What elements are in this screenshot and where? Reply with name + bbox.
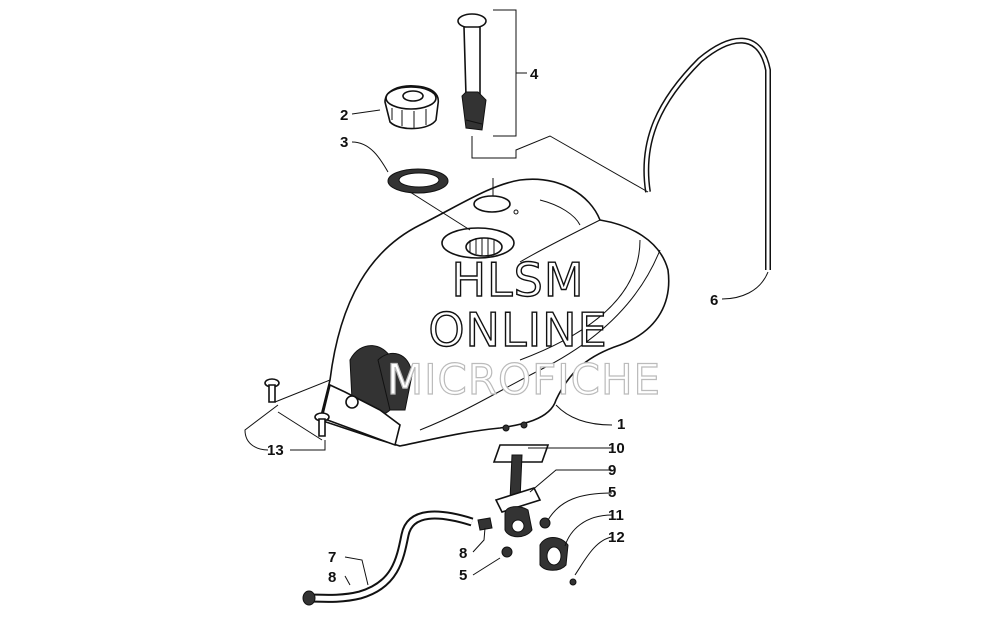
fuel-hose — [302, 510, 474, 606]
callout-6: 6 — [710, 292, 718, 309]
watermark: HLSM ONLINE MICROFICHE — [386, 252, 661, 404]
watermark-line-3: MICROFICHE — [387, 355, 661, 404]
fuel-cap — [384, 85, 440, 130]
callout-3: 3 — [340, 134, 348, 151]
callout-2: 2 — [340, 107, 348, 124]
watermark-line-2: ONLINE — [428, 303, 607, 357]
fuel-tank — [319, 178, 670, 447]
watermark-line-1: HLSM — [451, 253, 584, 307]
callout-7: 7 — [328, 549, 336, 566]
callout-12: 12 — [608, 529, 625, 546]
callout-1: 1 — [617, 416, 625, 433]
callout-5-lower: 5 — [459, 567, 467, 584]
callout-5-upper: 5 — [608, 484, 616, 501]
callout-10: 10 — [608, 440, 625, 457]
callout-4: 4 — [530, 66, 539, 83]
leader-lines — [244, 9, 769, 586]
cap-gasket — [387, 168, 449, 194]
callout-8-right: 8 — [459, 545, 467, 562]
callout-13: 13 — [267, 442, 284, 459]
vent-hose — [643, 37, 771, 270]
callout-11: 11 — [608, 507, 624, 524]
callout-labels: 1 2 3 4 5 5 6 7 8 8 9 10 11 12 13 — [267, 66, 718, 586]
callout-8-left: 8 — [328, 569, 336, 586]
callout-9: 9 — [608, 462, 616, 479]
fuel-valve-assembly — [477, 421, 577, 586]
fuel-gauge — [457, 13, 487, 131]
